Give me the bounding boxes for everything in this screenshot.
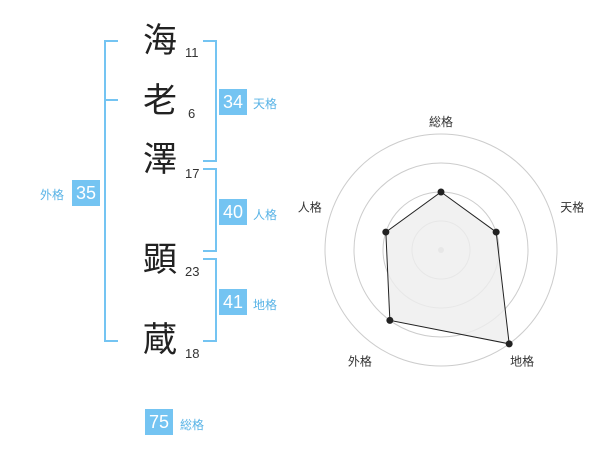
jinkaku-label: 人格	[253, 208, 278, 222]
radar-point-0	[437, 188, 445, 196]
radar-axis-label-1: 天格	[560, 199, 584, 214]
radar-point-1	[492, 228, 500, 236]
jinkaku-value: 40	[219, 199, 247, 225]
jinkaku-bracket	[203, 168, 217, 252]
stroke-count-4: 23	[185, 264, 200, 279]
radar-point-3	[386, 316, 394, 324]
gaikaku-bracket	[104, 40, 118, 342]
radar-axis-label-3: 外格	[348, 354, 372, 369]
gaikaku-label: 外格	[40, 188, 65, 202]
radar-axis-label-2: 地格	[510, 354, 534, 369]
stroke-count-1: 11	[185, 45, 199, 60]
name-char-5: 蔵	[143, 320, 177, 360]
stroke-count-3: 17	[185, 166, 200, 181]
name-char-1: 海	[143, 21, 177, 61]
radar-axis-label-0: 総格	[429, 114, 453, 129]
gaikaku-bracket-tick	[106, 99, 118, 101]
stroke-count-2: 6	[188, 106, 196, 121]
soukaku-value: 75	[145, 409, 173, 435]
chikaku-bracket	[203, 258, 217, 342]
name-char-4: 顕	[143, 240, 177, 280]
radar-axis-label-4: 人格	[298, 199, 322, 214]
radar-polygon	[385, 191, 510, 345]
name-char-3: 澤	[143, 140, 177, 180]
tenkaku-label: 天格	[253, 97, 278, 111]
name-char-2: 老	[143, 81, 177, 121]
radar-ring	[324, 133, 558, 367]
gaikaku-value: 35	[72, 180, 100, 206]
stroke-count-5: 18	[185, 346, 200, 361]
soukaku-label: 総格	[180, 418, 205, 432]
chikaku-value: 41	[219, 289, 247, 315]
radar-point-2	[505, 340, 513, 348]
tenkaku-bracket	[203, 40, 217, 162]
radar-ring	[353, 162, 529, 338]
chikaku-label: 地格	[253, 298, 278, 312]
radar-point-4	[382, 228, 390, 236]
tenkaku-value: 34	[219, 89, 247, 115]
